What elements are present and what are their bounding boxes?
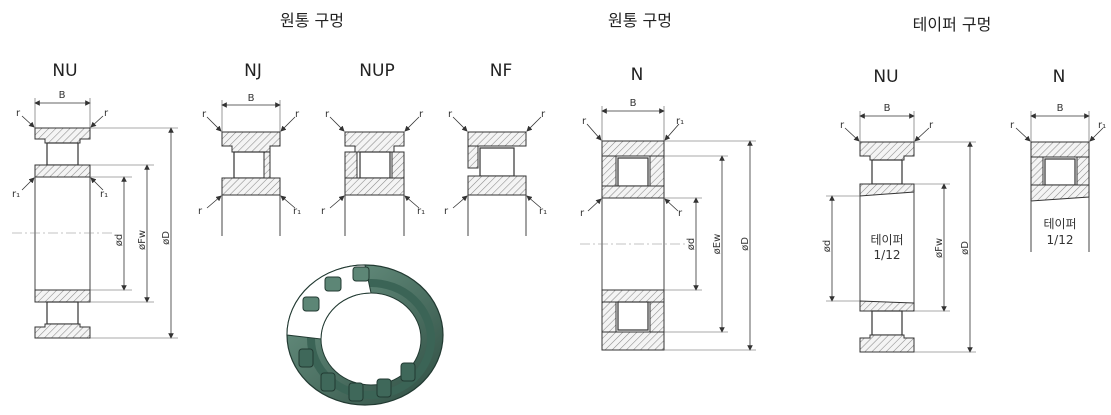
nu-chamfer-label: r [16, 108, 21, 119]
nu-taper-outer-label: øD [960, 241, 971, 255]
nj-chamfer-small-label: r₁ [293, 206, 301, 217]
nu-taper-section-drawing: B 테이퍼 1/12 r r ød øFw øD [822, 103, 976, 353]
n-chamfer-bottom-label: r [580, 208, 585, 219]
header-cylindrical-bore-right: 원통 구멍 [608, 11, 672, 30]
header-cylindrical-bore-left: 원통 구멍 [280, 11, 344, 30]
n-raceway-label: øEw [712, 234, 723, 255]
nu-taper-chamfer-label: r [840, 120, 845, 131]
nu-chamfer-small-label-right: r₁ [100, 189, 108, 200]
nu-taper-width-label: B [884, 103, 891, 114]
nf-chamfer-label-right: r [541, 109, 546, 120]
type-label-nf: NF [490, 61, 513, 81]
n-chamfer-label: r [582, 116, 587, 127]
type-label-n: N [631, 65, 644, 85]
nu-taper-bore-label: ød [822, 240, 833, 252]
n-bore-label: ød [686, 238, 697, 250]
nf-chamfer-bottom-label: r [444, 206, 449, 217]
type-label-n-taper: N [1053, 67, 1066, 87]
nup-section-drawing: r r r r₁ [321, 109, 425, 236]
n-taper-width-label: B [1057, 103, 1064, 114]
n-taper-note-line2: 1/12 [1047, 233, 1074, 247]
n-outer-label: øD [740, 237, 751, 251]
nup-chamfer-bottom-label: r [321, 206, 326, 217]
bearing-3d-illustration [286, 264, 444, 406]
header-tapered-bore: 테이퍼 구멍 [913, 15, 992, 34]
nj-width-label: B [248, 93, 255, 104]
n-taper-section-drawing: B 테이퍼 1/12 r r₁ [1010, 103, 1106, 252]
nu-chamfer-small-label: r₁ [12, 189, 20, 200]
nf-section-drawing: r r r r₁ [444, 109, 547, 236]
type-label-nu: NU [52, 61, 77, 81]
n-section-drawing: B r r₁ r r ød øEw øD [580, 98, 756, 351]
nu-taper-note-line1: 테이퍼 [870, 233, 903, 247]
nj-chamfer-label-right: r [295, 109, 300, 120]
nu-width-label: B [59, 90, 66, 101]
type-label-nup: NUP [359, 61, 394, 81]
n-width-label: B [630, 98, 637, 109]
nu-raceway-label: øFw [137, 230, 148, 250]
nu-outer-label: øD [161, 231, 172, 245]
nu-chamfer-label-right: r [104, 108, 109, 119]
type-label-nj: NJ [244, 61, 262, 81]
nu-taper-raceway-label: øFw [934, 238, 945, 258]
nu-taper-chamfer-label-right: r [929, 120, 934, 131]
nup-chamfer-small-label: r₁ [417, 206, 425, 217]
type-label-nu-taper: NU [873, 67, 898, 87]
n-taper-note-line1: 테이퍼 [1043, 217, 1076, 231]
nj-chamfer-label: r [202, 109, 207, 120]
nu-bore-label: ød [114, 234, 125, 246]
n-taper-chamfer-label: r [1010, 120, 1015, 131]
nf-chamfer-small-label: r₁ [539, 206, 547, 217]
nf-chamfer-label: r [448, 109, 453, 120]
nu-taper-note-line2: 1/12 [874, 248, 901, 262]
n-taper-chamfer-small-label: r₁ [1098, 120, 1106, 131]
nup-chamfer-label-right: r [419, 109, 424, 120]
n-chamfer-small-label: r₁ [676, 116, 684, 127]
nj-section-drawing: B r r r r₁ [198, 93, 301, 236]
n-chamfer-bottom-label-right: r [678, 208, 683, 219]
nu-section-drawing: B r r r₁ r₁ ød øFw øD [12, 90, 178, 339]
nup-chamfer-label: r [325, 109, 330, 120]
nj-chamfer-bottom-label: r [198, 206, 203, 217]
